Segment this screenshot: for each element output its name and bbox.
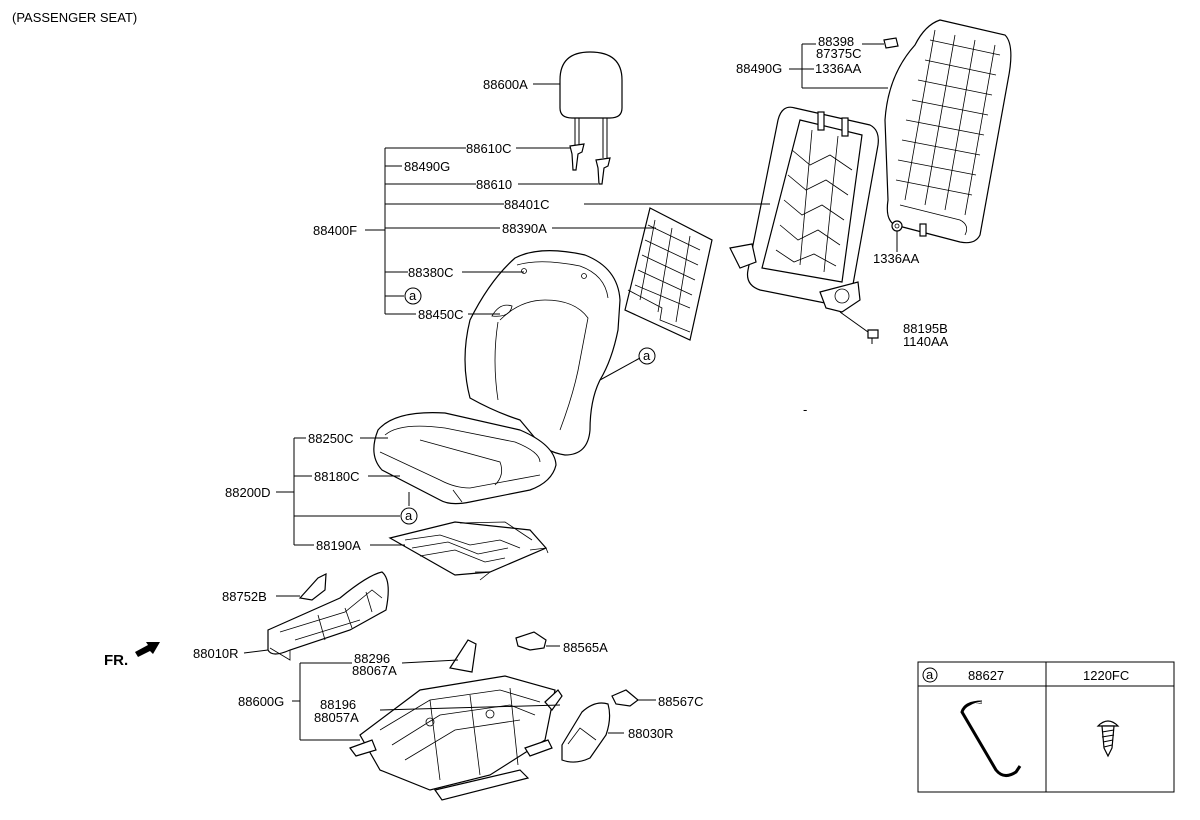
label-fr: FR. [104,652,128,669]
label-88195b: 88195B [903,321,948,336]
svg-text:a: a [643,348,651,363]
callout-a-2: a [638,347,656,365]
side-shield-part[interactable] [561,702,611,763]
label-dash: - [803,402,807,417]
label-88400f: 88400F [313,223,357,238]
legend-table: a 88627 1220FC [917,661,1175,793]
legend-col1: 88627 [968,668,1004,683]
label-88450c: 88450C [418,307,464,322]
label-88610: 88610 [476,177,512,192]
callout-a-3: a [400,507,418,525]
label-88030r: 88030R [628,726,674,741]
label-88600a: 88600A [483,77,528,92]
label-88752b: 88752B [222,589,267,604]
label-88196: 88196 [320,697,356,712]
label-87375c: 87375C [816,46,862,61]
label-88567c: 88567C [658,694,704,709]
bracket-88567c [611,689,639,707]
side-cover-part[interactable] [267,571,389,661]
legend-col2: 1220FC [1083,668,1129,683]
label-1140aa: 1140AA [903,334,949,349]
label-88490g: 88490G [404,159,450,174]
label-88380c: 88380C [408,265,454,280]
label-88600g: 88600G [238,694,284,709]
label-88565a: 88565A [563,640,608,655]
wire-clip-icon [960,700,1022,777]
seatback-frame-part[interactable] [729,106,879,313]
callout-a-1: a [404,287,422,305]
screw-icon [1096,720,1120,758]
label-88067a: 88067A [352,663,397,678]
label-88610c: 88610C [466,141,512,156]
label-88490g-right: 88490G [736,61,782,76]
label-88190a: 88190A [316,538,361,553]
seatback-back-panel-part[interactable] [884,19,1012,244]
headrest-part[interactable] [559,51,623,158]
bracket-88565a [515,631,547,651]
label-88057a: 88057A [314,710,359,725]
clip-88398 [883,37,899,49]
legend-marker: a [926,667,934,682]
svg-text:a: a [409,288,417,303]
diagram-title: (PASSENGER SEAT) [12,10,138,25]
label-1336aa: 1336AA [873,251,920,266]
side-cover-upper-part[interactable] [298,572,327,601]
bolt-88195b [867,329,879,344]
nut-1336aa [891,220,903,232]
label-88180c: 88180C [314,469,360,484]
seat-track-frame-part[interactable] [349,639,563,801]
label-88398: 88398 [818,34,854,49]
seatback-mat-part[interactable] [624,207,713,341]
label-88010r: 88010R [193,646,239,661]
label-88250c: 88250C [308,431,354,446]
label-88296: 88296 [354,651,390,666]
seat-cushion-part[interactable] [373,412,557,505]
label-1336aa-top: 1336AA [815,61,862,76]
label-88401c: 88401C [504,197,550,212]
headrest-guide-left [569,143,585,171]
seatback-foam-part[interactable] [464,250,621,456]
label-88200d: 88200D [225,485,271,500]
svg-text:a: a [405,508,413,523]
label-88390a: 88390A [502,221,547,236]
headrest-guide-right [595,157,611,185]
cushion-mat-part[interactable] [388,521,549,581]
front-arrow-icon [135,642,160,657]
